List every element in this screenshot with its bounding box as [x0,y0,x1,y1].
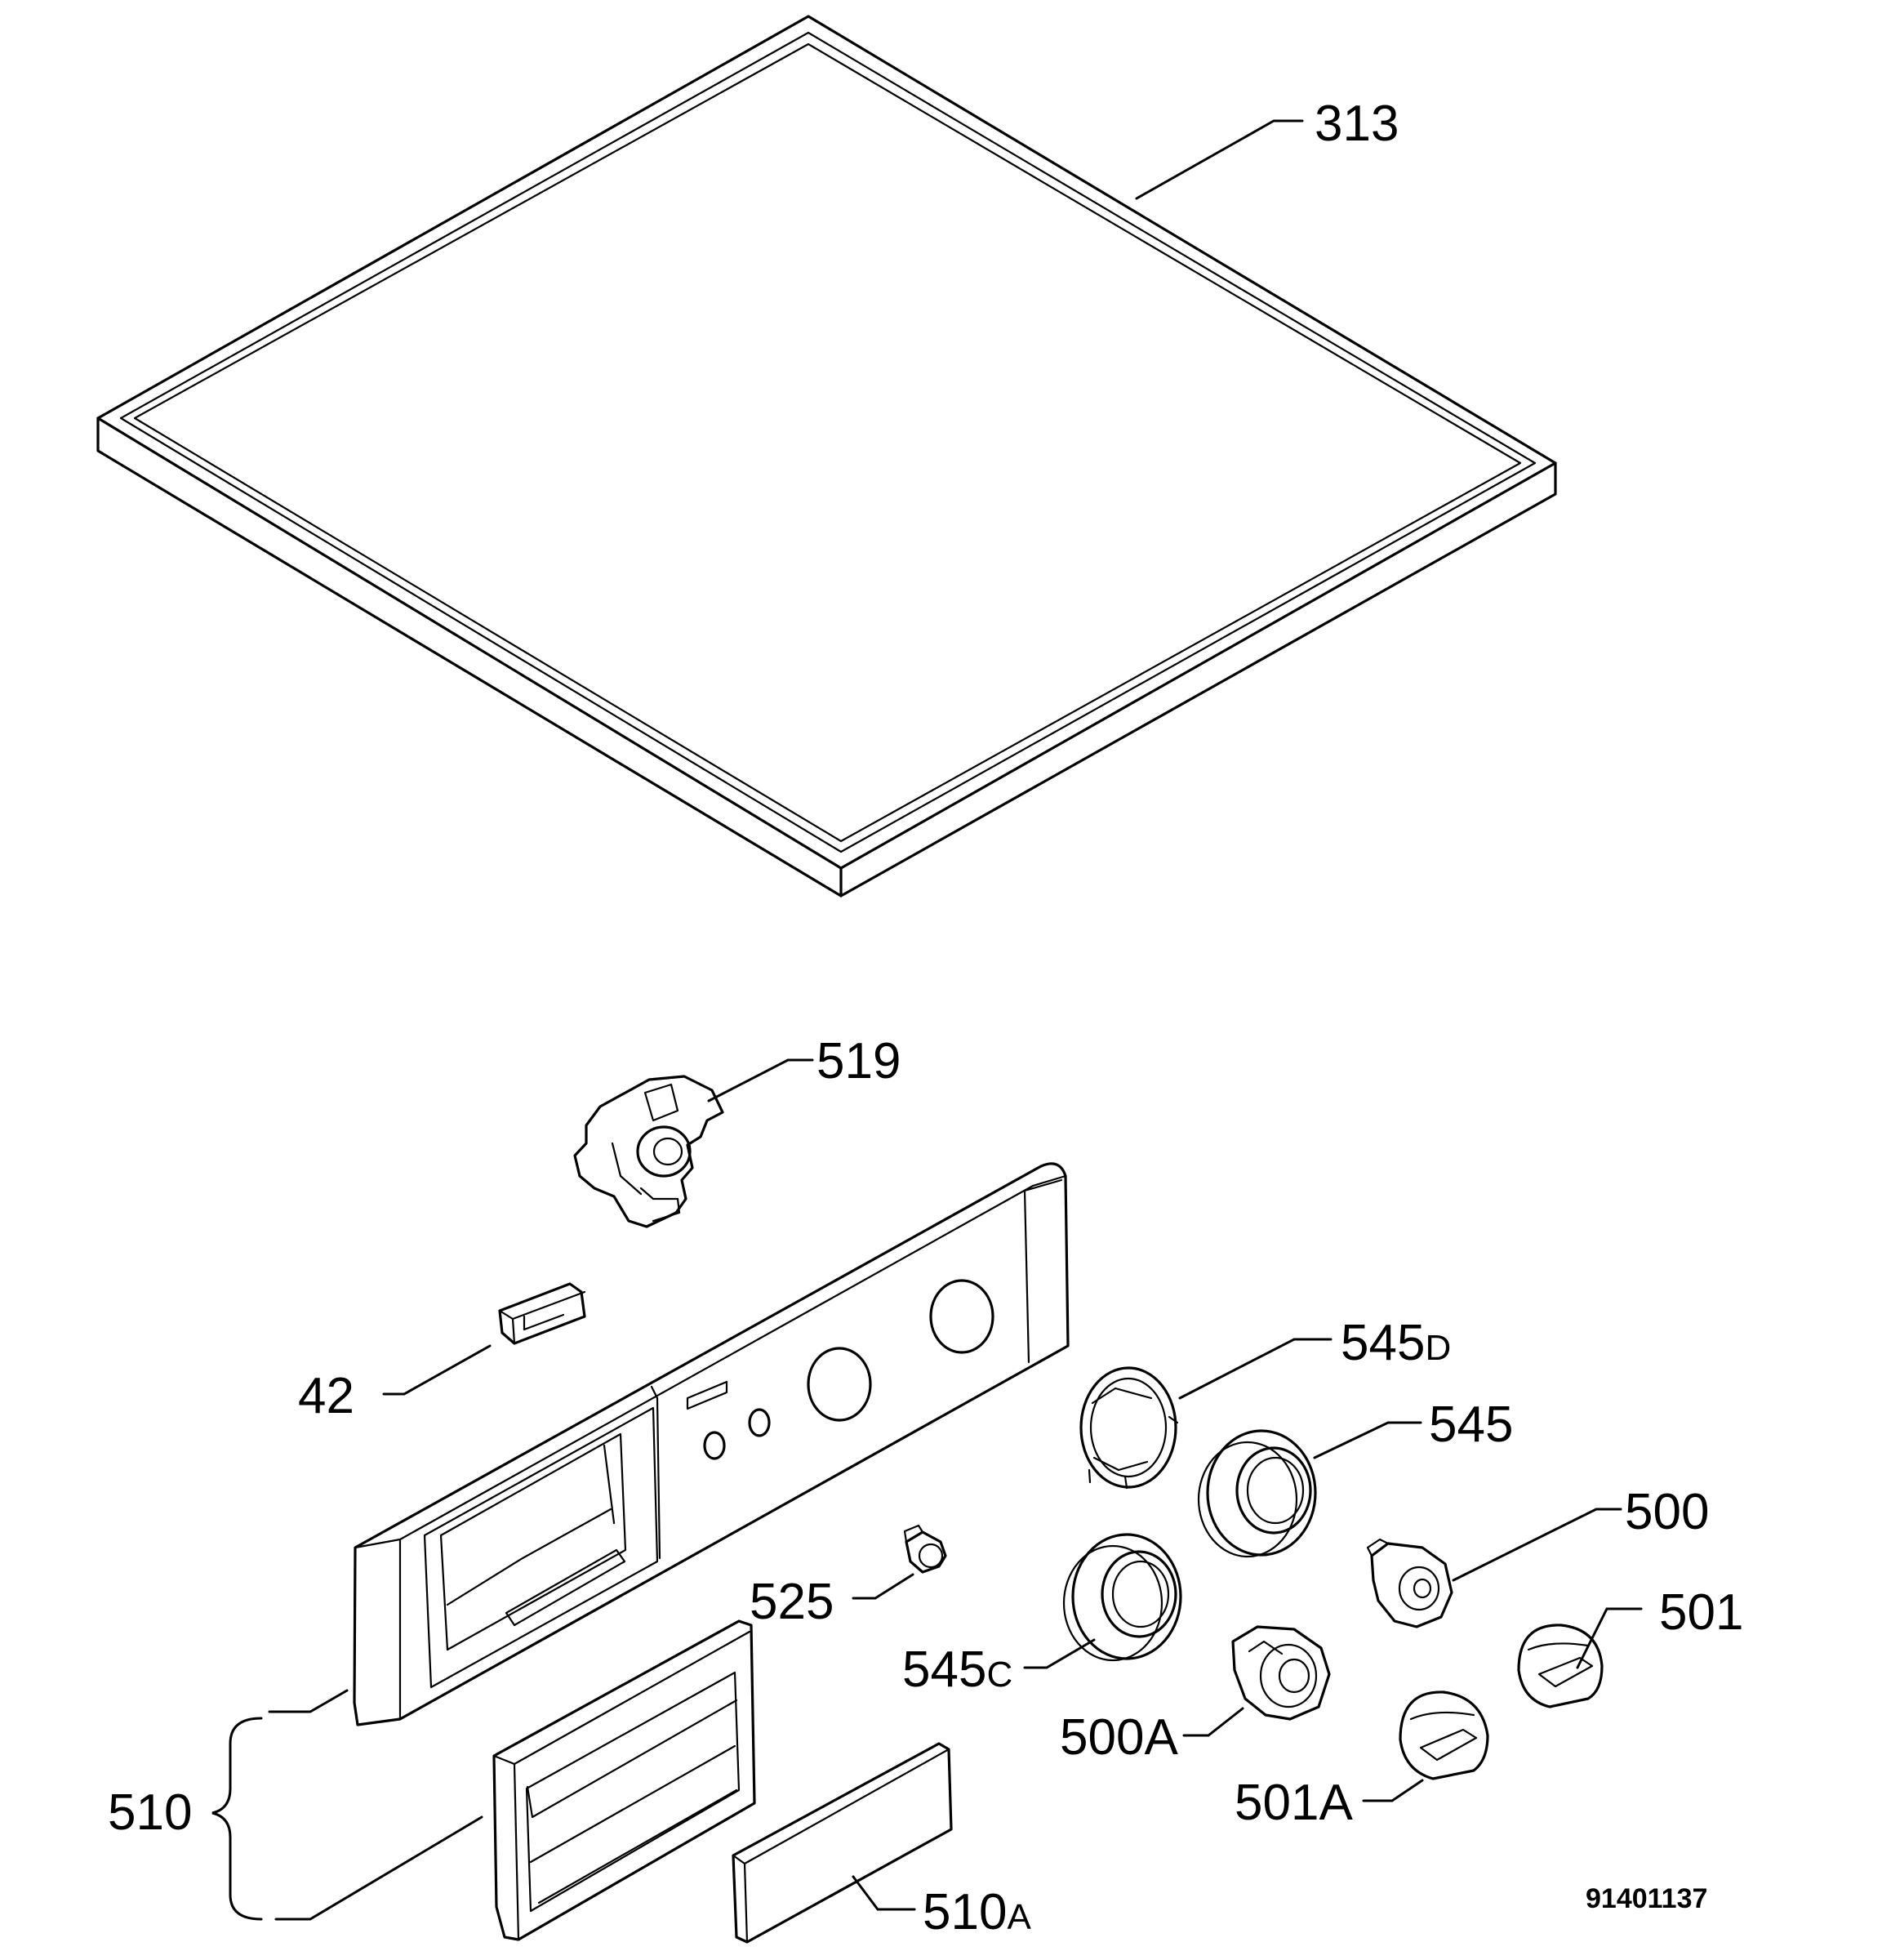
callout-42: 42 [298,1368,354,1424]
leader-lines [211,119,1643,1921]
part-313-top-cover [96,15,1557,898]
drawing-code: 91401137 [1586,1883,1707,1914]
callout-510a: 510A [923,1884,1031,1940]
part-545-knob [1197,1429,1317,1558]
callout-501a: 501A [1235,1775,1353,1831]
part-500-knob-insert [1366,1538,1453,1628]
part-500a-knob-insert [1231,1625,1331,1721]
callout-519: 519 [816,1033,901,1089]
callout-545d: 545D [1341,1315,1451,1371]
part-42-switch-block [498,1282,586,1345]
part-501a-knob-cap [1399,1690,1489,1780]
part-519-bracket [573,1075,724,1228]
callout-500a: 500A [1060,1709,1178,1766]
part-510-drawer [492,1619,756,1941]
part-525-plug [903,1524,947,1574]
callout-545: 545 [1429,1396,1513,1453]
callout-500: 500 [1625,1484,1709,1540]
callout-501: 501 [1659,1584,1743,1641]
callout-510: 510 [108,1784,192,1841]
callout-labels: 313 519 42 545D 545 500 525 501 545C 500… [108,96,1743,1940]
part-510a-insert-plate [732,1742,953,1944]
callout-545c: 545C [902,1642,1012,1698]
part-545d-knob-bracket [1079,1366,1179,1490]
part-501-knob-cap [1517,1624,1604,1708]
part-545c-knob [1062,1533,1182,1662]
callout-525: 525 [750,1574,834,1630]
part-510-control-panel [353,1162,1070,1726]
callout-313: 313 [1315,96,1399,152]
